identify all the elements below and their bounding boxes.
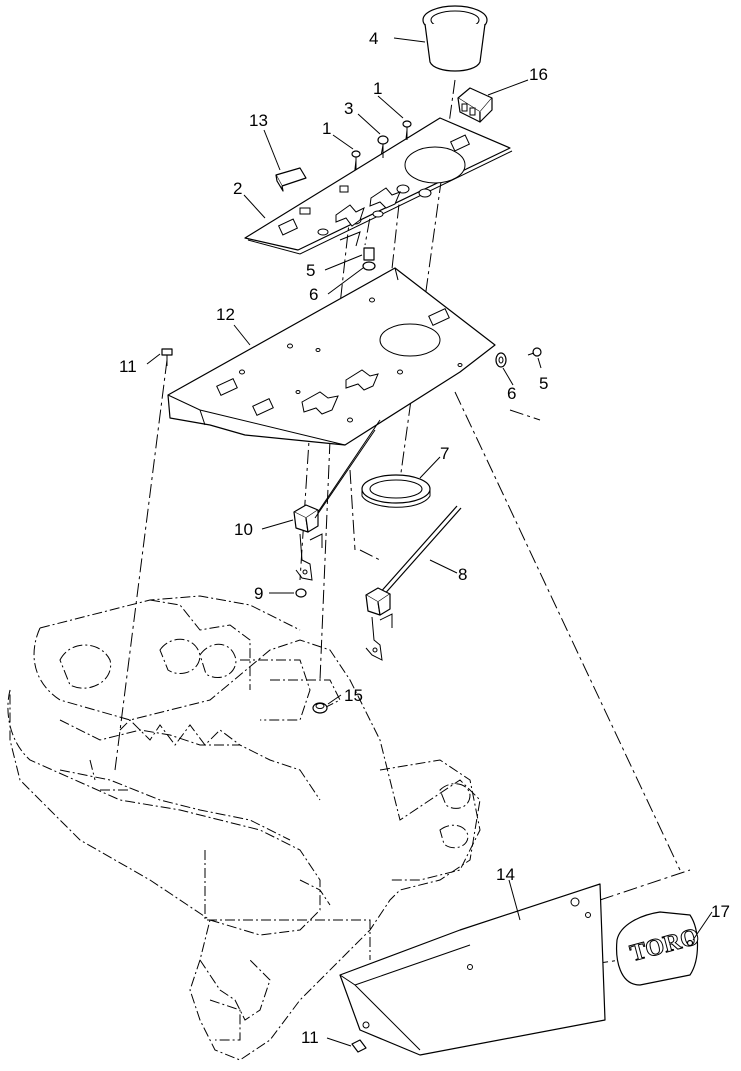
callout-5-right: 5	[539, 374, 548, 393]
screw-1-left	[351, 150, 361, 170]
callout-9: 9	[254, 584, 263, 603]
switch-assembly-right	[365, 505, 462, 661]
screw-3	[377, 135, 389, 158]
toro-decal: TORO	[616, 911, 703, 986]
nut-9	[295, 588, 307, 598]
callout-15: 15	[344, 686, 363, 705]
callout-11-lower: 11	[301, 1028, 319, 1047]
callout-6-right: 6	[507, 384, 516, 403]
callout-1-left: 1	[322, 119, 331, 138]
callout-5-upper: 5	[306, 261, 315, 280]
callout-12: 12	[216, 305, 235, 324]
bolt-11-lower	[351, 1039, 367, 1053]
callout-leaders	[146, 37, 713, 1047]
knob-part	[275, 167, 307, 192]
callout-11-upper: 11	[119, 357, 137, 376]
callout-17: 17	[711, 902, 730, 921]
bezel-ring	[361, 474, 431, 508]
control-panel-plate	[244, 117, 513, 255]
callout-10: 10	[234, 520, 253, 539]
callout-13: 13	[249, 111, 268, 130]
callout-3: 3	[344, 99, 353, 118]
callout-14: 14	[496, 865, 515, 884]
callout-2: 2	[233, 179, 242, 198]
callout-4: 4	[369, 29, 378, 48]
side-panel	[339, 883, 606, 1056]
spacer-5-upper	[363, 247, 375, 261]
switch-assembly-left	[293, 419, 381, 581]
callout-labels: 4 16 1 3 1 13 2 5 6 12 11 6 5 7 10 8 9 1…	[119, 29, 730, 1047]
cup-holder	[422, 5, 488, 72]
assembly-axis-lines	[114, 79, 691, 976]
callout-1-right: 1	[373, 79, 382, 98]
callout-8: 8	[458, 565, 467, 584]
switch-part	[457, 87, 493, 123]
callout-16: 16	[529, 65, 548, 84]
screw-5-right	[527, 347, 542, 357]
nut-15	[312, 702, 328, 714]
bolt-11-upper	[161, 348, 173, 366]
callout-6-upper: 6	[309, 285, 318, 304]
washer-6-right	[495, 352, 507, 368]
console-mount-plate	[167, 267, 496, 446]
mower-frame-phantom	[7, 595, 481, 1061]
washer-6-upper	[362, 261, 376, 271]
callout-7: 7	[440, 444, 449, 463]
screw-1-right	[402, 120, 412, 140]
